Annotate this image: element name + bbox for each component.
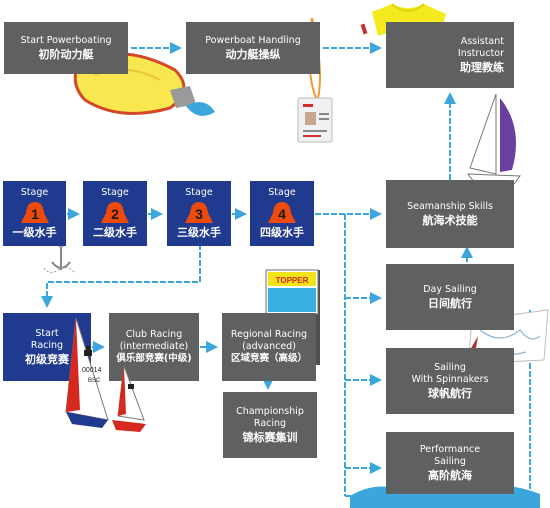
level-badge-icon: 1 (20, 202, 49, 224)
node-label-zh: 二级水手 (93, 226, 137, 240)
level-number: 1 (31, 206, 39, 222)
node-powerboat-handling[interactable]: Powerboat Handling 动力艇操纵 (186, 22, 320, 74)
node-label-en: Stage (20, 187, 49, 199)
arrow-stage3-to-start-racing (41, 244, 201, 308)
node-label-en: Assistant Instructor (457, 35, 504, 59)
node-championship-racing[interactable]: Championship Racing 锦标赛集训 (223, 392, 317, 458)
level-badge-icon: 4 (268, 202, 296, 224)
node-label-en: Stage (268, 187, 296, 199)
node-stage-1[interactable]: Stage 1 一级水手 (3, 181, 66, 246)
node-stage-2[interactable]: Stage 2 二级水手 (83, 181, 147, 246)
level-number: 4 (278, 206, 286, 222)
node-label-zh: 高阶航海 (428, 468, 472, 482)
node-label-en: Start Racing (30, 327, 64, 351)
node-sailing-with-spinnakers[interactable]: Sailing With Spinnakers 球帆航行 (386, 348, 514, 414)
node-label-en: Stage (185, 187, 213, 199)
node-label-zh: 球帆航行 (428, 386, 472, 400)
topper-sign-label: TOPPER (276, 276, 309, 285)
node-club-racing[interactable]: Club Racing (intermediate) 俱乐部竞赛(中级) (109, 313, 199, 381)
node-label-en: Stage (101, 187, 129, 199)
node-assistant-instructor[interactable]: Assistant Instructor 助理教练 (386, 22, 514, 88)
node-label-en: Regional Racing (advanced) (230, 328, 308, 352)
node-label-zh: 三级水手 (177, 226, 221, 240)
flag-sign-icon: TOPPER (265, 269, 320, 365)
node-label-zh: 动力艇操纵 (225, 47, 281, 61)
node-label-en: Championship Racing (236, 405, 304, 429)
node-start-racing[interactable]: Start Racing 初级竞赛 (3, 313, 91, 381)
node-label-zh: 锦标赛集训 (242, 430, 298, 444)
level-badge-icon: 2 (101, 202, 129, 224)
node-stage-3[interactable]: Stage 3 三级水手 (167, 181, 231, 246)
node-label-en: Sailing With Spinnakers (411, 361, 489, 385)
node-stage-4[interactable]: Stage 4 四级水手 (250, 181, 314, 246)
level-badge-icon: 3 (185, 202, 213, 224)
node-label-zh: 日间航行 (428, 296, 472, 310)
node-label-zh: 初阶动力艇 (38, 47, 94, 61)
node-label-en: Powerboat Handling (205, 34, 301, 46)
node-regional-racing[interactable]: Regional Racing (advanced) 区域竞赛（高级） (222, 313, 316, 381)
level-number: 2 (111, 206, 119, 222)
node-label-en: Performance Sailing (419, 443, 481, 467)
node-seamanship-skills[interactable]: Seamanship Skills 航海术技能 (386, 180, 514, 248)
node-label-zh: 区域竞赛（高级） (230, 353, 307, 365)
node-label-zh: 俱乐部竞赛(中级) (116, 353, 192, 365)
node-label-zh: 四级水手 (260, 226, 304, 240)
sailboat-icon (466, 93, 521, 185)
node-label-en: Day Sailing (423, 283, 477, 295)
node-day-sailing[interactable]: Day Sailing 日间航行 (386, 264, 514, 330)
node-start-powerboating[interactable]: Start Powerboating 初阶动力艇 (4, 22, 128, 74)
node-label-en: Start Powerboating (20, 34, 112, 46)
node-performance-sailing[interactable]: Performance Sailing 高阶航海 (386, 432, 514, 494)
node-label-zh: 航海术技能 (422, 213, 478, 227)
node-label-en: Club Racing (intermediate) (119, 328, 189, 352)
node-label-zh: 初级竞赛 (25, 352, 69, 366)
node-label-en: Seamanship Skills (407, 200, 493, 212)
node-label-zh: 一级水手 (12, 226, 57, 240)
level-number: 3 (195, 206, 203, 222)
lanyard-badge-icon (297, 17, 333, 143)
node-label-zh: 助理教练 (460, 60, 504, 74)
